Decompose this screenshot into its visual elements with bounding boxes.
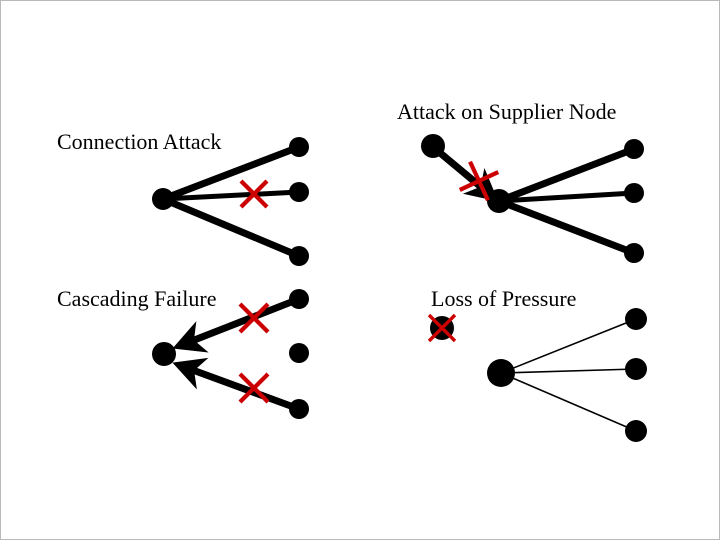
edge-attack-supplier-node — [498, 190, 635, 204]
failure-x-mark-connection-attack-0 — [239, 179, 269, 209]
consumer-node-attack-supplier-node-0[interactable] — [624, 139, 644, 159]
consumer-node-loss-of-pressure-2[interactable] — [625, 420, 647, 442]
consumer-node-cascading-failure-2[interactable] — [289, 399, 309, 419]
consumer-node-cascading-failure-0[interactable] — [289, 289, 309, 309]
x-stroke-b — [238, 372, 270, 404]
edge-loss-of-pressure — [500, 368, 637, 374]
panel-title-cascading-failure: Cascading Failure — [57, 286, 217, 311]
x-stroke-b — [238, 302, 270, 334]
edge-connection-attack — [161, 195, 301, 260]
consumer-node-loss-of-pressure-0[interactable] — [625, 308, 647, 330]
edge-loss-of-pressure — [500, 318, 637, 374]
consumer-node-connection-attack-2[interactable] — [289, 246, 309, 266]
nodes-layer — [152, 134, 647, 442]
failure-marks-layer — [238, 160, 500, 404]
edge-connection-attack — [162, 189, 300, 202]
edge-cascading-failure — [172, 357, 301, 413]
edges-layer — [161, 143, 637, 432]
hub-node-connection-attack[interactable] — [152, 188, 174, 210]
consumer-node-loss-of-pressure-1[interactable] — [625, 358, 647, 380]
panel-title-attack-on-supplier-node: Attack on Supplier Node — [397, 99, 617, 124]
hub-node-loss-of-pressure[interactable] — [487, 359, 515, 387]
edge-loss-of-pressure — [500, 372, 637, 432]
hub-node-cascading-failure[interactable] — [152, 342, 176, 366]
hub-node-attack-supplier-node[interactable] — [487, 189, 511, 213]
edge-attack-supplier-node — [497, 197, 636, 257]
failure-x-mark-attack-supplier-node-0 — [458, 160, 500, 202]
edge-connection-attack — [161, 143, 301, 203]
consumer-node-attack-supplier-node-1[interactable] — [624, 183, 644, 203]
failure-x-mark-loss-of-pressure-0 — [427, 313, 457, 343]
consumer-node-connection-attack-0[interactable] — [289, 137, 309, 157]
panel-title-loss-of-pressure: Loss of Pressure — [431, 286, 577, 311]
x-stroke-b — [427, 313, 457, 343]
x-stroke-b — [458, 170, 500, 192]
x-stroke-b — [239, 179, 269, 209]
failure-x-mark-cascading-failure-0 — [238, 302, 270, 334]
panel-title-connection-attack: Connection Attack — [57, 129, 222, 154]
attacker-node-attack-supplier-node[interactable] — [421, 134, 445, 158]
edge-attack-supplier-node — [497, 145, 636, 205]
isolated-node-cascading-failure-1[interactable] — [289, 343, 309, 363]
consumer-node-connection-attack-1[interactable] — [289, 182, 309, 202]
edge-cascading-failure — [172, 295, 301, 353]
consumer-node-attack-supplier-node-2[interactable] — [624, 243, 644, 263]
failure-x-mark-cascading-failure-1 — [238, 372, 270, 404]
